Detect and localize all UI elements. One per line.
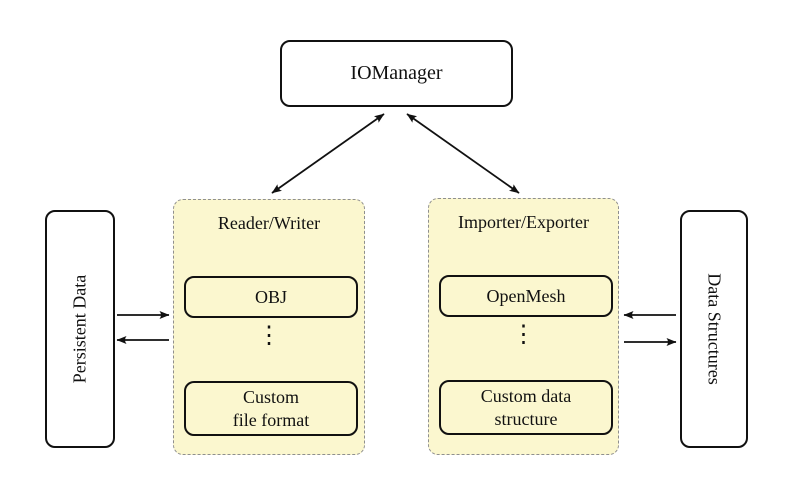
vertical-dots-right: ⋮ (511, 322, 536, 348)
custom-file-format-line2: file format (232, 409, 310, 430)
iomanager-node: IOManager (280, 40, 513, 107)
persistent-data-label: Persistent Data (69, 274, 90, 384)
arrow-iomanager-readerwriter (271, 113, 385, 194)
custom-data-structure-line2: structure (494, 408, 558, 429)
vertical-dots-left: ⋮ (257, 323, 281, 349)
openmesh-label: OpenMesh (486, 285, 566, 306)
obj-label: OBJ (254, 286, 287, 307)
custom-file-format-line1: Custom (242, 387, 299, 407)
arrow-iomanager-importerexporter (406, 113, 520, 194)
reader-writer-title: Reader/Writer (217, 213, 321, 233)
data-structures-label: Data Structures (704, 273, 725, 385)
custom-data-structure-node: Custom data structure (439, 380, 613, 435)
data-structures-node: Data Structures (680, 210, 748, 448)
iomanager-label: IOManager (350, 62, 443, 84)
reader-writer-group: Reader/Writer OBJ ⋮ Custom file format (173, 199, 365, 455)
custom-file-format-node: Custom file format (184, 381, 358, 436)
obj-node: OBJ (184, 276, 358, 318)
importer-exporter-group: Importer/Exporter OpenMesh ⋮ Custom data… (428, 198, 619, 455)
openmesh-node: OpenMesh (439, 275, 613, 317)
importer-exporter-title: Importer/Exporter (458, 212, 589, 232)
custom-data-structure-line1: Custom data (480, 386, 572, 406)
persistent-data-node: Persistent Data (45, 210, 115, 448)
